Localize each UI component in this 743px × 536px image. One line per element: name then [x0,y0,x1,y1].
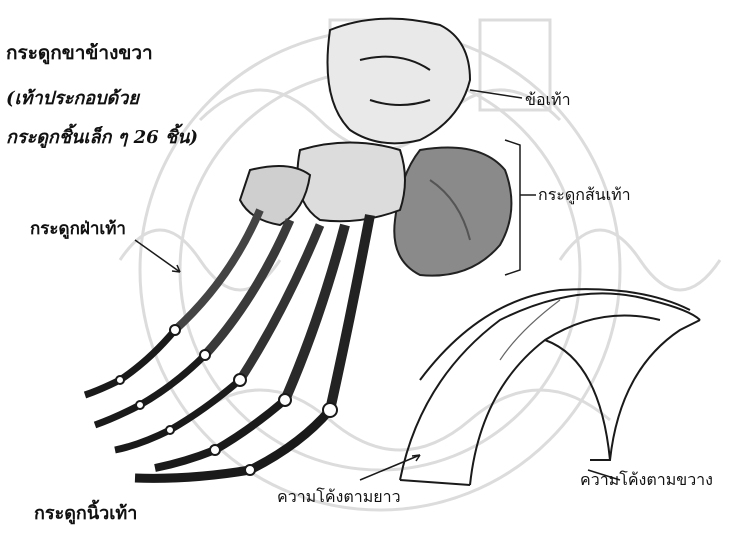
label-toe-bones: กระดูกนิ้วเท้า [34,498,137,527]
label-transverse-arch: ความโค้งตามขวาง [580,468,713,493]
label-longitudinal-arch: ความโค้งตามยาว [277,485,401,510]
arch-model [400,289,700,485]
label-ankle: ข้อเท้า [525,88,571,113]
diagram-title: กระดูกขาข้างขวา [6,38,153,68]
label-heel-bone: กระดูกส้นเท้า [538,183,631,208]
label-metatarsal: กระดูกฝ่าเท้า [30,215,126,242]
subtitle-line-1: (เท้าประกอบด้วย [6,83,139,112]
subtitle-line-2: กระดูกชิ้นเล็ก ๆ 26 ชิ้น) [6,122,198,151]
